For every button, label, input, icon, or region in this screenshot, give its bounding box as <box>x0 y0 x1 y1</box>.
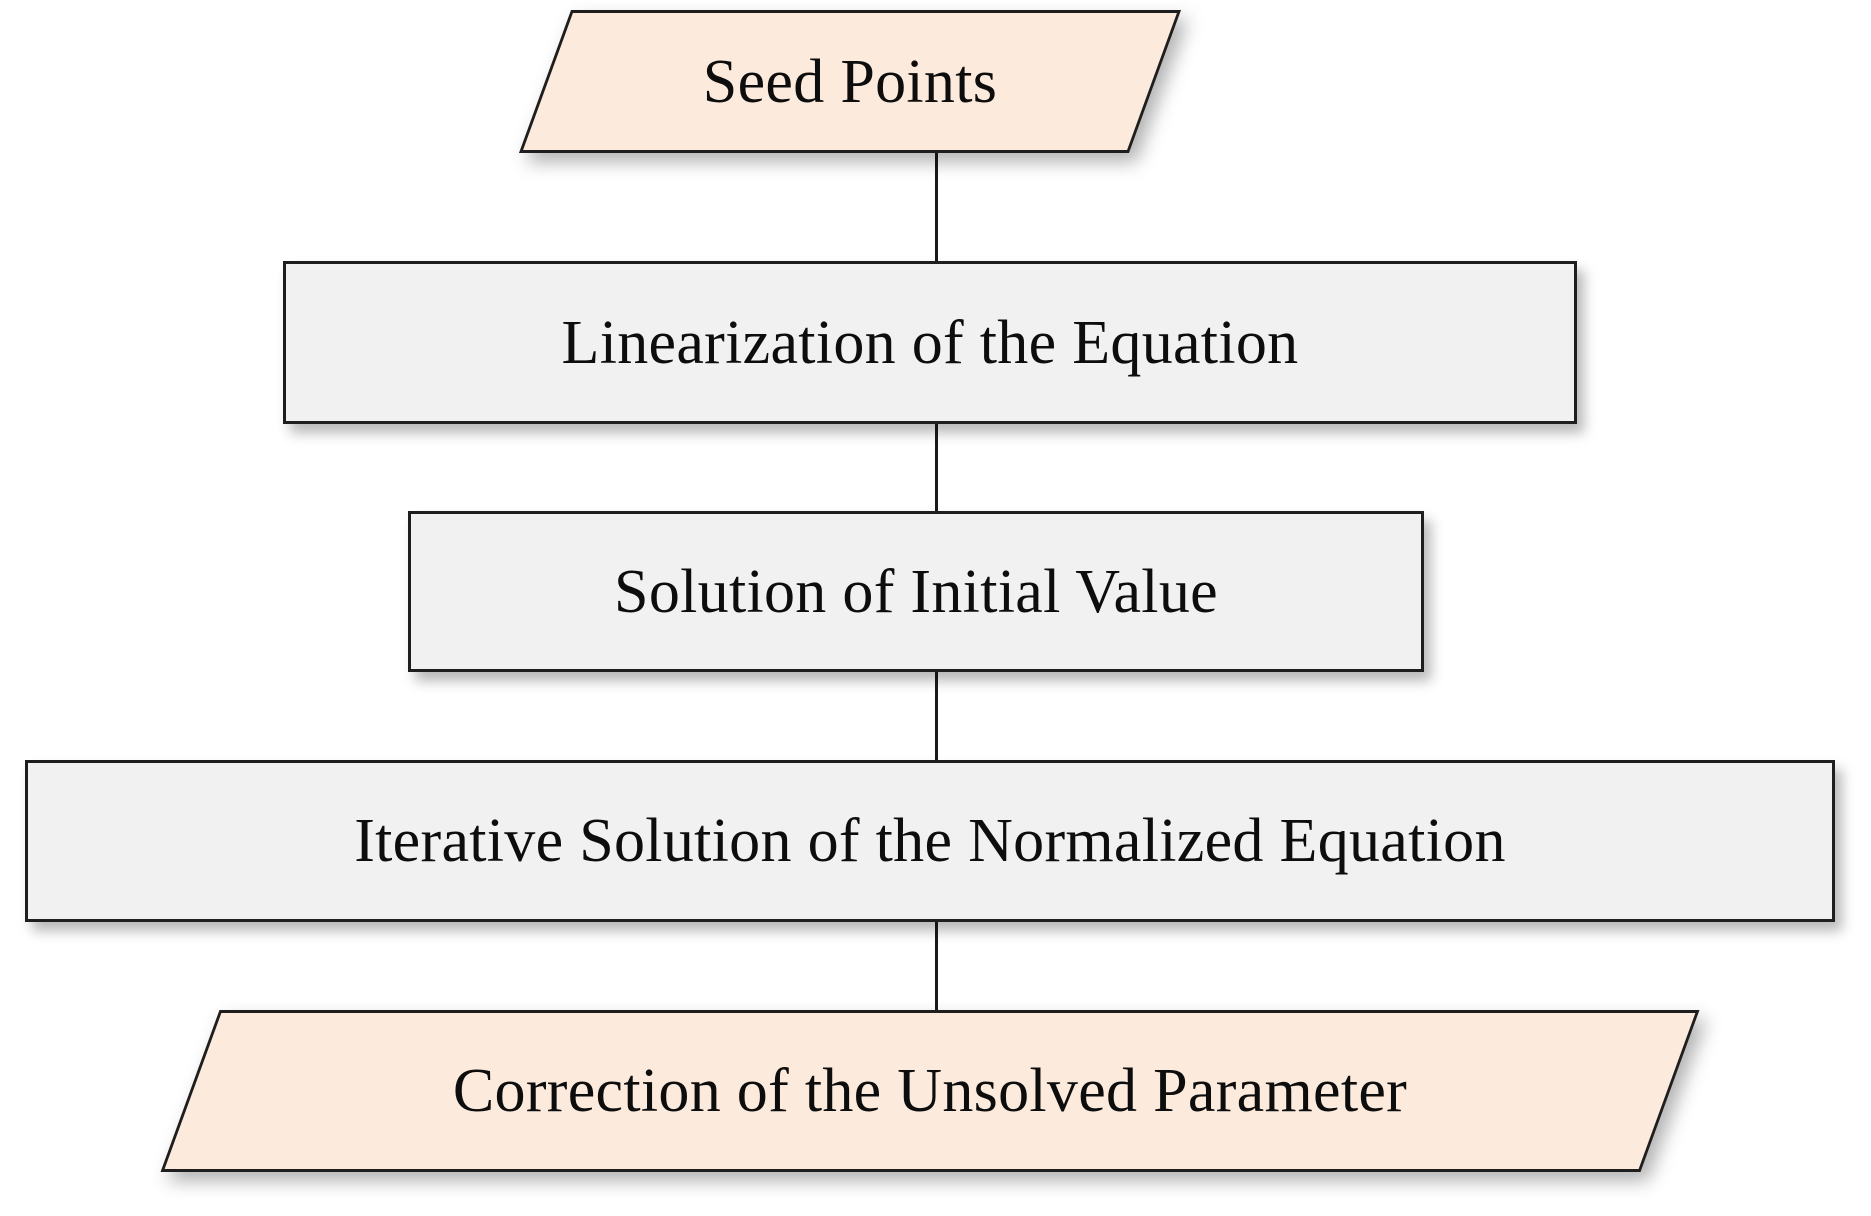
node-iterative-solution[interactable]: Iterative Solution of the Normalized Equ… <box>25 760 1835 922</box>
connector-iterative-to-correction <box>935 920 938 1012</box>
connector-initial-value-to-iterative <box>935 670 938 764</box>
node-label-correction: Correction of the Unsolved Parameter <box>452 1057 1408 1125</box>
node-label-linearization: Linearization of the Equation <box>561 308 1299 377</box>
node-correction[interactable]: Correction of the Unsolved Parameter <box>160 1010 1700 1172</box>
node-linearization[interactable]: Linearization of the Equation <box>283 261 1577 424</box>
connector-linearization-to-initial-value <box>935 423 938 513</box>
node-label-iterative-solution: Iterative Solution of the Normalized Equ… <box>354 807 1506 875</box>
node-label-initial-value: Solution of Initial Value <box>614 557 1218 626</box>
node-seed-points[interactable]: Seed Points <box>518 10 1182 153</box>
node-initial-value[interactable]: Solution of Initial Value <box>408 511 1424 672</box>
connector-seed-to-linearization <box>935 150 938 262</box>
node-label-seed-points: Seed Points <box>702 47 998 116</box>
